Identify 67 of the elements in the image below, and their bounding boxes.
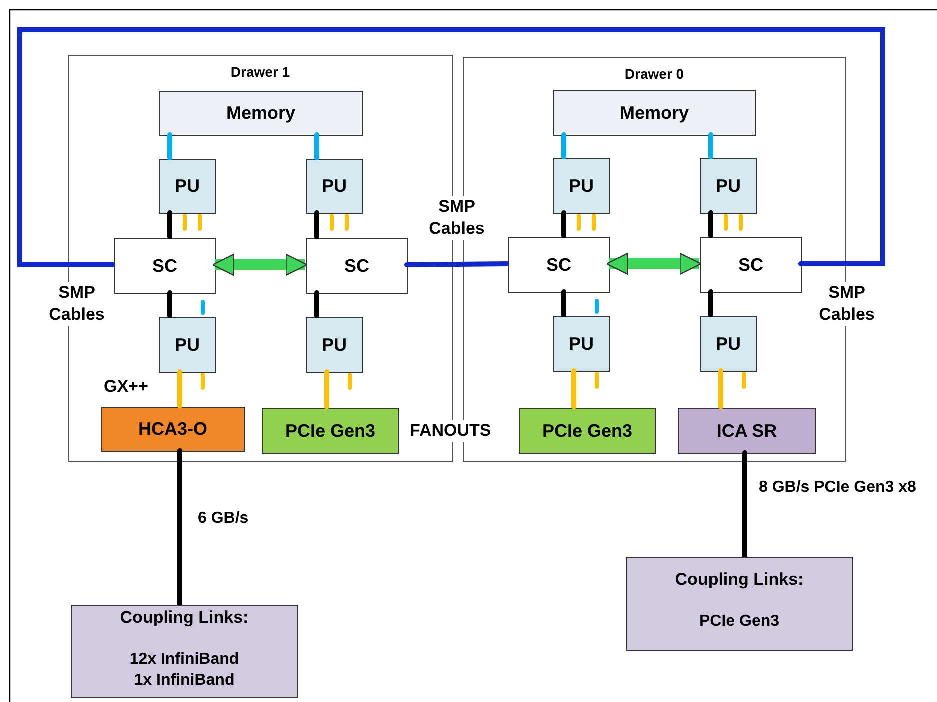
cable-line xyxy=(168,290,172,318)
group-label: FANOUTS xyxy=(410,420,492,442)
node-label: PU xyxy=(716,334,741,354)
cable-line xyxy=(404,262,510,268)
node-label: PU xyxy=(174,334,200,356)
node-label: PCIe Gen3 xyxy=(285,420,376,442)
node-label: ICA SR xyxy=(716,420,778,442)
processor-unit-box xyxy=(159,317,216,373)
link-types-text: PCIe Gen3 xyxy=(698,612,781,632)
processor-unit-box xyxy=(306,159,363,214)
node-label: SC xyxy=(152,256,178,276)
fanout-card xyxy=(101,407,245,452)
cable-line xyxy=(708,132,714,160)
node-label: PU xyxy=(716,176,741,196)
fanout-card xyxy=(519,408,656,454)
storage-controller-box xyxy=(114,238,216,294)
cable-line xyxy=(562,132,566,160)
cable-line xyxy=(562,210,566,238)
node-label: Coupling Links: xyxy=(120,608,249,628)
cable-line xyxy=(708,210,714,238)
storage-controller-box xyxy=(508,237,610,293)
fanout-card xyxy=(678,408,816,454)
node-label: PCIe Gen3 xyxy=(542,420,633,442)
cable-line xyxy=(572,368,576,410)
cable-line xyxy=(708,290,714,318)
processor-unit-box xyxy=(306,317,363,373)
node-label: PU xyxy=(568,334,594,354)
processor-unit-box xyxy=(700,316,757,372)
cable-line xyxy=(562,290,566,318)
node-label: PU xyxy=(174,176,200,197)
node-label: Memory xyxy=(226,103,296,124)
drawer-title: Drawer 0 xyxy=(624,66,684,82)
processor-unit-box xyxy=(553,316,610,372)
node-label: PU xyxy=(568,176,594,196)
connector-arrow xyxy=(212,254,308,276)
link-types-text: 12x InfiniBand 1x InfiniBand xyxy=(128,650,240,691)
coupling-links-box xyxy=(626,557,853,651)
memory-box xyxy=(159,91,363,136)
node-label: SC xyxy=(738,254,764,276)
processor-unit-box xyxy=(159,159,216,214)
cable-line xyxy=(314,210,320,240)
cable-line xyxy=(742,450,748,560)
storage-controller-box xyxy=(306,238,408,294)
cable-line xyxy=(18,28,886,268)
node-label: PU xyxy=(322,176,347,197)
fanout-card xyxy=(262,408,399,454)
storage-controller-box xyxy=(700,237,802,293)
memory-box xyxy=(553,90,756,136)
cable-line xyxy=(314,290,320,318)
node-label: Memory xyxy=(620,102,690,124)
cable-line xyxy=(178,370,182,408)
cable-line xyxy=(324,370,330,410)
cable-line xyxy=(168,210,172,240)
node-label: PU xyxy=(322,334,347,356)
processor-unit-box xyxy=(553,158,610,214)
cable-line xyxy=(178,448,182,608)
drawer-title: Drawer 1 xyxy=(230,64,290,80)
coupling-links-box xyxy=(71,605,298,698)
node-label: Coupling Links: xyxy=(675,570,804,590)
cable-line xyxy=(168,132,172,160)
processor-unit-box xyxy=(700,158,757,214)
node-label: SC xyxy=(344,256,370,276)
node-label: HCA3-O xyxy=(138,419,208,440)
node-label: SC xyxy=(546,254,572,276)
cable-line xyxy=(718,368,724,410)
connector-arrow xyxy=(606,252,702,276)
cable-line xyxy=(314,132,320,160)
